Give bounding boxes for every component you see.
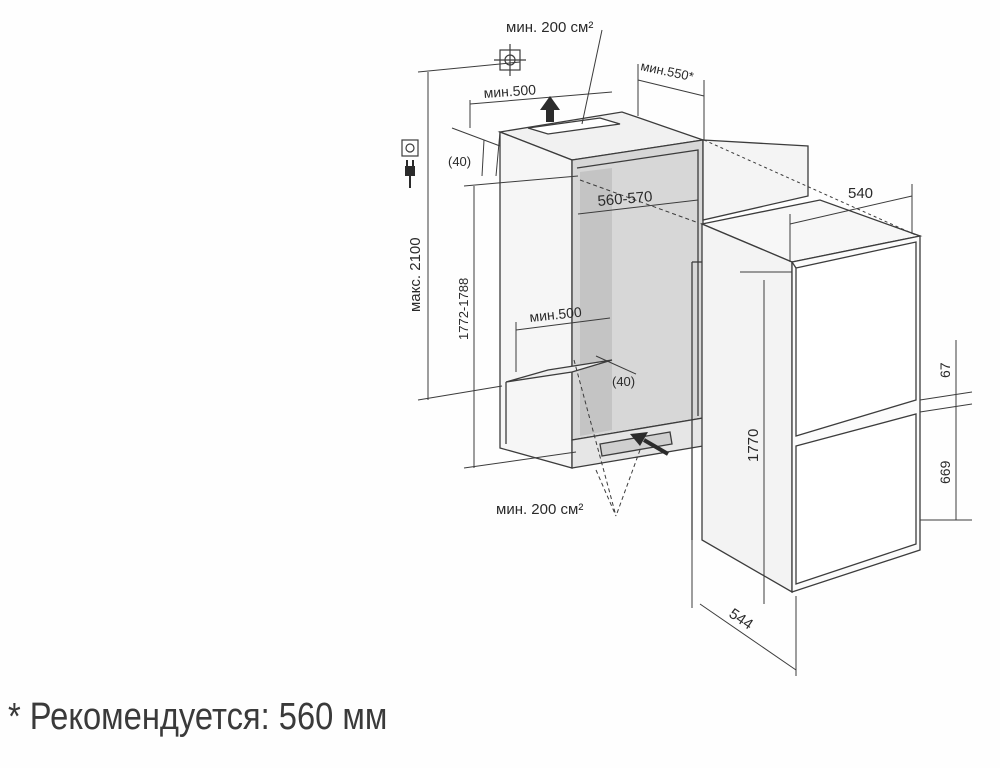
height-max-label: макс. 2100 [407, 237, 424, 312]
vent-top-label: мин. 200 см² [506, 19, 593, 36]
dimension-lines [417, 29, 973, 676]
fridge-depth-label: 544 [726, 605, 756, 633]
gap-label: 67 [937, 362, 953, 378]
offset-top-label: (40) [448, 154, 471, 169]
freezer-height-label: 669 [937, 460, 953, 484]
cabinet-niche [497, 111, 809, 469]
refrigerator-body [691, 199, 923, 594]
footnote: * Рекомендуется: 560 мм [8, 696, 388, 738]
airflow-arrow-up [540, 96, 560, 122]
depth-top-label: мин.550* [639, 58, 695, 84]
width-bottom-label: мин.500 [529, 304, 583, 325]
ventilation-icon [494, 44, 526, 76]
airflow-arrow-in [630, 432, 670, 456]
niche-width-label: 560-570 [597, 188, 653, 210]
socket-icon [401, 139, 419, 157]
plug-icon [405, 160, 415, 188]
offset-bottom-label: (40) [612, 374, 635, 389]
vent-bottom-label: мин. 200 см² [496, 501, 583, 518]
niche-height-label: 1772-1788 [456, 278, 471, 340]
fridge-width-label: 540 [848, 185, 873, 202]
fridge-height-label: 1770 [745, 429, 762, 462]
width-top-label: мин.500 [483, 81, 537, 101]
